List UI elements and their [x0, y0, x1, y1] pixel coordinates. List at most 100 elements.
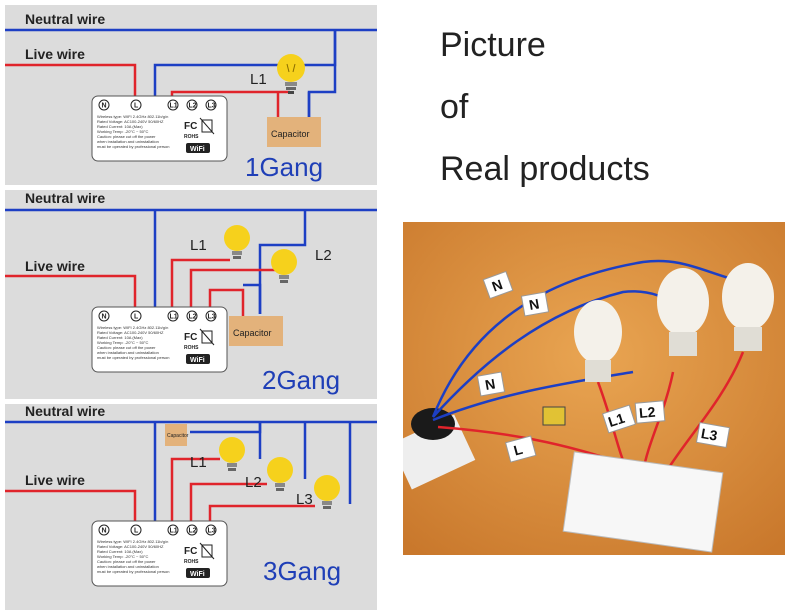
- wifi-badge: [186, 568, 210, 578]
- terminal-l3: L3: [208, 103, 216, 110]
- smart-switch: [562, 451, 724, 553]
- live-wire-label: Live wire: [25, 46, 85, 62]
- capacitor-wire-blue: [243, 283, 262, 314]
- rohs-logo: ROHS: [184, 134, 199, 140]
- capacitor-label: Capacitor: [233, 328, 272, 338]
- wifi-logo: WiFi: [190, 357, 205, 364]
- live-wire-label: Live wire: [25, 258, 85, 274]
- rohs-logo: ROHS: [184, 345, 199, 351]
- capacitor-label: Capacitor: [271, 129, 310, 139]
- load-label-l1: L1: [190, 237, 207, 254]
- product-photo: N N N L L1 L2 L3: [403, 222, 785, 555]
- diagram-1gang: Neutral wire Live wire L1 Capacitor N L …: [5, 11, 377, 182]
- switch-module: N L L1 L2 L3 Wireless type: WIFI 2.4GHz …: [91, 520, 228, 587]
- capacitor: [542, 406, 566, 426]
- terminal-l1: L1: [170, 528, 178, 535]
- spec-line: Working Temp: -20°C ~ 50°C: [97, 554, 149, 559]
- terminal-l3: L3: [208, 528, 216, 535]
- spec-line: Rated Voltage: AC100-240V 50/60HZ: [97, 119, 164, 124]
- panel-2gang: Neutral wire Live wire L1 L2 Capacitor N: [5, 190, 377, 399]
- spec-line: Working Temp: -20°C ~ 50°C: [97, 129, 149, 134]
- capacitor-wire-blue: [190, 422, 262, 434]
- l1-wire: [170, 457, 220, 524]
- l3-wire: [208, 504, 315, 524]
- title-line-3: Real products: [440, 150, 650, 188]
- trash-bin-icon: [199, 117, 215, 135]
- neutral-wire-label: Neutral wire: [25, 11, 105, 27]
- neutral-wire-label: Neutral wire: [25, 190, 105, 206]
- gang-label: 2Gang: [262, 365, 340, 395]
- blue-wire: [431, 259, 744, 418]
- terminal-l: L: [134, 103, 139, 110]
- terminal-l3: L3: [208, 314, 216, 321]
- spec-line: must be operated by professional person: [97, 355, 170, 360]
- product-photo-illustration: N N N L L1 L2 L3: [403, 222, 785, 555]
- fc-logo: FC: [184, 121, 197, 132]
- capacitor-wire-red: [208, 288, 245, 316]
- wifi-badge: [186, 143, 210, 153]
- terminal-l2: L2: [189, 314, 197, 321]
- spec-line: Rated Voltage: AC100-240V 50/60HZ: [97, 544, 164, 549]
- bulb-icon: [657, 268, 709, 356]
- neutral-loop: [258, 210, 307, 314]
- trash-bin-icon: [199, 542, 215, 560]
- terminal-l2: L2: [189, 103, 197, 110]
- title-line-2: of: [440, 88, 469, 126]
- spec-line: Caution: please cut off the power: [97, 345, 156, 350]
- spec-line: Rated Voltage: AC100-240V 50/60HZ: [97, 330, 164, 335]
- power-strip: [403, 414, 476, 490]
- wire-tag: L2: [634, 400, 666, 424]
- neutral-wire-label: Neutral wire: [25, 404, 105, 419]
- l2-wire: [189, 482, 267, 524]
- terminal-l: L: [134, 528, 139, 535]
- wifi-logo: WiFi: [190, 571, 205, 578]
- spec-line: Rated Current: 10A (Max): [97, 124, 143, 129]
- capacitor: [165, 424, 187, 446]
- wifi-badge: [186, 354, 210, 364]
- load-label-l2: L2: [315, 247, 332, 264]
- bulb-icon: [574, 300, 622, 382]
- wifi-logo: WiFi: [190, 146, 205, 153]
- tag-n: N: [528, 295, 541, 313]
- fc-logo: FC: [184, 332, 197, 343]
- spec-line: Rated Current: 10A (Max): [97, 335, 143, 340]
- spec-line: must be operated by professional person: [97, 144, 170, 149]
- terminal-l1: L1: [170, 103, 178, 110]
- capacitor: [229, 316, 283, 346]
- terminal-n: N: [102, 103, 107, 110]
- trash-bin-icon: [201, 119, 213, 133]
- live-wire: [5, 63, 137, 104]
- bulb-icon: [224, 225, 250, 259]
- load-label-l1: L1: [250, 71, 267, 88]
- load-label-l3: L3: [296, 491, 313, 508]
- load-label-l1: L1: [190, 454, 207, 471]
- red-wire: [661, 351, 745, 478]
- spec-line: when installation and uninstallation: [97, 139, 159, 144]
- trash-bin-icon: [199, 328, 215, 346]
- l1-wire: [170, 258, 230, 314]
- bulb-icon: [271, 249, 297, 283]
- spec-line: Wireless type: WIFI 2.4GHz 802.11b/g/n: [97, 114, 168, 119]
- l2-wire: [189, 268, 275, 314]
- panel-3gang: Neutral wire Live wire Capacitor L1 L2 L…: [5, 404, 377, 610]
- wire-tag: N: [476, 371, 506, 397]
- spec-line: must be operated by professional person: [97, 569, 170, 574]
- terminal-l1: L1: [170, 314, 178, 321]
- live-wire-label: Live wire: [25, 472, 85, 488]
- terminal-n: N: [102, 314, 107, 321]
- capacitor: [267, 117, 321, 147]
- spec-line: Working Temp: -20°C ~ 50°C: [97, 340, 149, 345]
- spec-line: when installation and uninstallation: [97, 350, 159, 355]
- bulb-icon: [267, 457, 293, 491]
- bulb-neutral: [307, 30, 337, 117]
- bulb-icon: [277, 54, 305, 94]
- wire-tag: L3: [695, 421, 731, 449]
- wire-tag: L: [504, 435, 537, 463]
- bulb-icon: [722, 263, 774, 351]
- wire-tag: N: [482, 270, 514, 300]
- capacitor-label: Capacitor: [167, 433, 189, 439]
- bulb-icon: [314, 475, 340, 509]
- tag-l1: L1: [606, 410, 627, 430]
- fc-logo: FC: [184, 546, 197, 557]
- load-label-l2: L2: [245, 474, 262, 491]
